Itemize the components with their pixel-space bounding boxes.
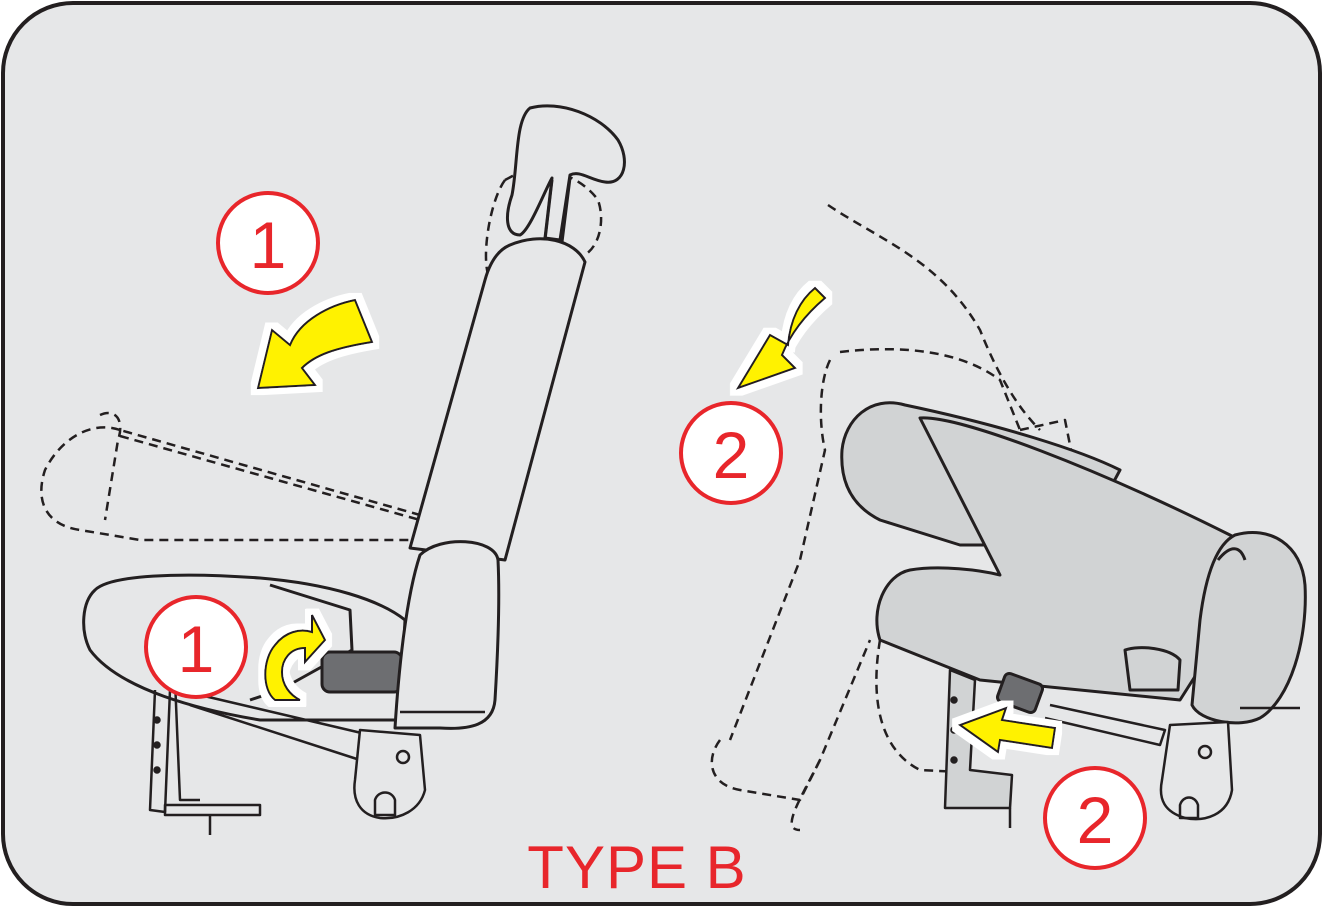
left-seat-base — [148, 679, 485, 835]
step-number: 1 — [250, 208, 287, 282]
left-headrest — [506, 104, 626, 242]
step-number: 1 — [178, 612, 215, 686]
arrow-pull-lever — [957, 706, 1057, 754]
arrow-fold-forward — [735, 286, 827, 390]
step-badge-top-left: 1 — [216, 191, 320, 295]
step-number: 2 — [713, 418, 750, 492]
step-badge-seat-lever: 1 — [144, 595, 248, 699]
arrow-lift-lever — [264, 614, 327, 701]
left-recline-handle — [320, 650, 404, 694]
step-badge-top-right: 2 — [679, 401, 783, 505]
arrow-recline-backward — [256, 298, 374, 390]
right-seat-base — [943, 668, 1300, 828]
diagram-caption: TYPE B — [527, 834, 746, 901]
step-number: 2 — [1077, 783, 1114, 857]
step-badge-bottom-right: 2 — [1043, 766, 1147, 870]
right-seat — [710, 203, 1307, 832]
left-backrest — [408, 237, 587, 562]
right-recline-handle — [995, 671, 1045, 715]
right-headrest — [1190, 530, 1307, 725]
